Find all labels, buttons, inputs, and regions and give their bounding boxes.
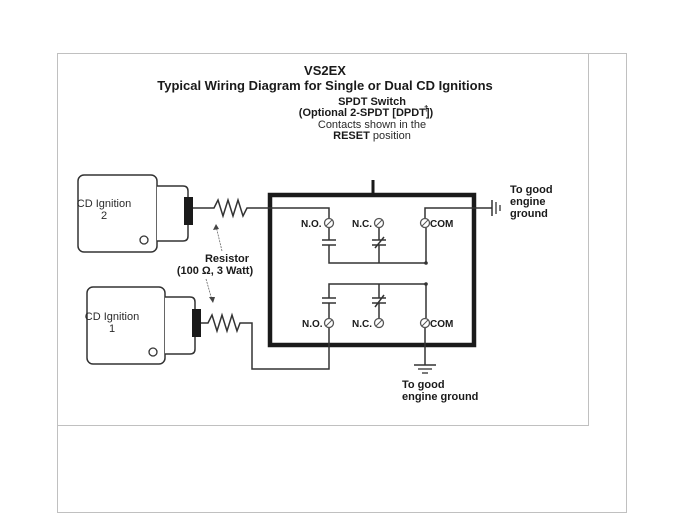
reset-position-note: RESET position xyxy=(333,130,411,142)
resistor-label: Resistor xyxy=(205,253,250,265)
bottom-nc-label: N.C. xyxy=(352,319,372,330)
resistor-1-leader xyxy=(205,278,213,301)
ground-right-icon xyxy=(491,200,501,216)
ignition-1-number: 1 xyxy=(109,323,115,335)
top-no-label: N.O. xyxy=(301,219,322,230)
diagram-title: Typical Wiring Diagram for Single or Dua… xyxy=(157,78,493,93)
ignition-1-led-icon xyxy=(148,347,158,357)
arrow-icon xyxy=(209,297,215,303)
contacts-note: Contacts shown in the xyxy=(318,119,426,131)
ignition-2-plug xyxy=(184,197,193,225)
cd-ignition-1: CD Ignition 1 xyxy=(85,286,201,365)
reset-word: RESET xyxy=(333,130,370,142)
bottom-com-label: COM xyxy=(430,319,453,330)
ignition-2-label: CD Ignition xyxy=(77,198,131,210)
ground-bottom-icon xyxy=(414,364,436,374)
cd-ignition-2: CD Ignition 2 xyxy=(77,174,193,253)
resistor-spec: (100 Ω, 3 Watt) xyxy=(177,265,254,277)
position-word: position xyxy=(370,130,411,142)
wiring-diagram: VS2EX Typical Wiring Diagram for Single … xyxy=(77,63,553,403)
top-com-label: COM xyxy=(430,219,453,230)
switch-label: SPDT Switch xyxy=(338,96,406,108)
ground-bottom-line2: engine ground xyxy=(402,391,478,403)
ground-right-line2: engine xyxy=(510,196,545,208)
resistor-1-wire xyxy=(201,312,330,370)
resistor-2-leader xyxy=(215,225,223,252)
bottom-no-label: N.O. xyxy=(302,319,323,330)
ignition-2-connector xyxy=(157,185,189,242)
bottom-switch-contacts: N.O. N.C. COM xyxy=(302,282,453,365)
resistor-2-wire xyxy=(193,197,330,219)
arrow-icon xyxy=(213,224,219,230)
ignition-1-plug xyxy=(192,309,201,337)
ground-right-line1: To good xyxy=(510,184,553,196)
ignition-1-connector xyxy=(165,296,196,355)
switch-optional-label: (Optional 2-SPDT [DPDT]) xyxy=(299,107,434,119)
top-nc-label: N.C. xyxy=(352,219,372,230)
ignition-2-led-icon xyxy=(139,235,149,245)
ground-bottom-line1: To good xyxy=(402,379,445,391)
ignition-2-number: 2 xyxy=(101,210,107,222)
top-switch-contacts: N.O. N.C. COM xyxy=(301,207,492,265)
ground-right-line3: ground xyxy=(510,208,548,220)
ignition-1-label: CD Ignition xyxy=(85,311,139,323)
dagger-mark: † xyxy=(424,104,428,113)
model-title: VS2EX xyxy=(304,63,346,78)
